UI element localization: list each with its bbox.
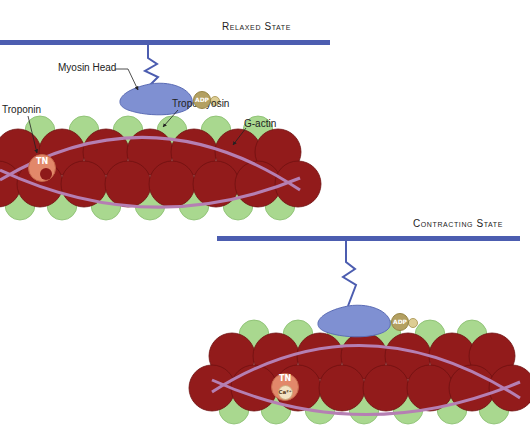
troponin-circle: TN — [28, 154, 56, 182]
thick-filament — [217, 236, 520, 241]
leader-line — [28, 116, 37, 153]
phosphate-circle — [409, 319, 418, 328]
adp-circle: ADP — [193, 91, 211, 109]
actin-back-layer — [5, 116, 509, 424]
myosin-arm — [145, 45, 158, 85]
actin-monomer — [231, 365, 277, 411]
state-title: Contracting State — [413, 219, 503, 229]
tropomyosin-strand — [0, 137, 300, 190]
leader-line — [115, 69, 138, 90]
node-label: ADP — [391, 319, 409, 325]
binding-site — [40, 168, 52, 180]
actin-monomer — [319, 365, 365, 411]
calcium-circle: Ca²⁺ — [278, 385, 293, 400]
myosin-arm — [343, 241, 356, 306]
leader-line — [233, 128, 246, 145]
leader-line — [163, 110, 178, 127]
part-label: Myosin Head — [58, 63, 116, 73]
actin-monomer — [489, 365, 530, 411]
node-shape — [272, 374, 299, 401]
actin-front-layer — [0, 129, 530, 411]
myosin-head — [318, 305, 390, 337]
node-label: ADP — [193, 97, 211, 103]
actin-monomer — [149, 161, 195, 207]
node-label: TN — [271, 375, 299, 383]
part-label: G-actin — [244, 119, 276, 129]
troponin-circle: TN Ca²⁺ — [271, 373, 299, 401]
node-label: TN — [28, 158, 56, 166]
part-label: Troponin — [2, 105, 41, 115]
adp-circle: ADP — [391, 313, 409, 331]
node-shape — [194, 92, 211, 109]
thick-filament — [0, 40, 330, 45]
actin-monomer — [235, 161, 281, 207]
state-title: Relaxed State — [222, 22, 291, 32]
node-shape — [278, 386, 292, 400]
tropomyosin-strand — [212, 345, 520, 398]
tropomyosin-strand — [212, 380, 520, 415]
node-shape — [392, 314, 409, 331]
actin-monomer — [105, 161, 151, 207]
actin-monomer — [363, 365, 409, 411]
node-label: Ca²⁺ — [278, 390, 293, 396]
node-shape — [29, 155, 56, 182]
